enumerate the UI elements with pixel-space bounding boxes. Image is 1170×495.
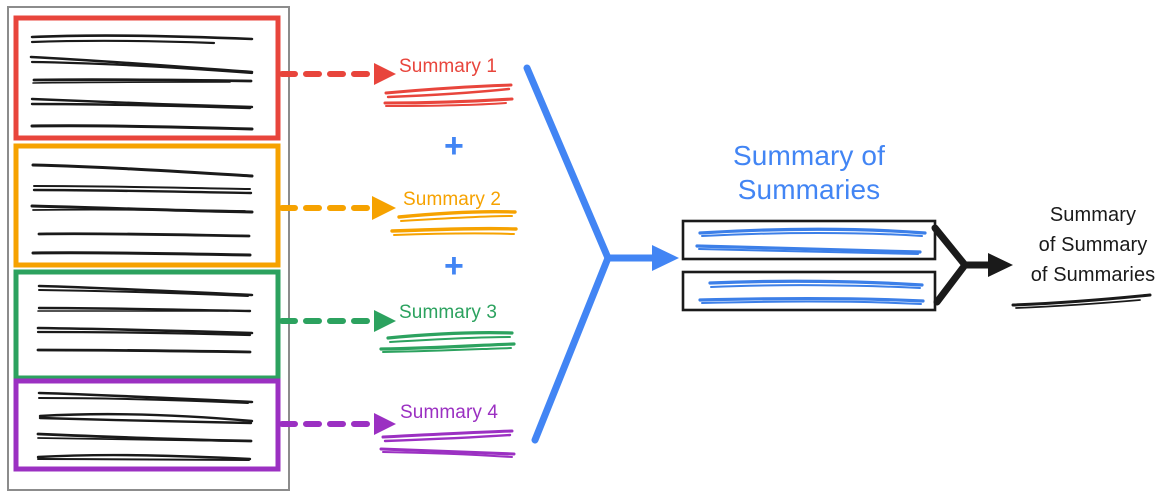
summary-3-scribble xyxy=(379,331,516,353)
sos-box-2[interactable] xyxy=(681,270,937,312)
summary-of-summaries-title: Summary of Summaries xyxy=(683,139,935,207)
blue-arrowhead xyxy=(652,245,679,271)
sos-box-1[interactable] xyxy=(681,219,937,261)
dashed-arrow-purple xyxy=(279,413,396,435)
purple-document-chunk[interactable] xyxy=(13,378,281,472)
summary-1-label: Summary 1 xyxy=(399,56,498,77)
green-document-chunk[interactable] xyxy=(13,269,281,381)
black-funnel-merge-arrow xyxy=(931,224,995,306)
final-output-line-1: Summary xyxy=(1049,204,1137,226)
plus-operator-2: + xyxy=(444,247,464,285)
final-output-label: Summary of Summary of Summaries xyxy=(1018,200,1168,290)
source-documents-panel xyxy=(7,6,290,491)
summary-2-label: Summary 2 xyxy=(403,189,502,210)
summary-2-scribble xyxy=(390,209,518,236)
black-arrowhead xyxy=(988,253,1013,277)
final-output-scribble xyxy=(1011,293,1152,309)
plus-operator-1: + xyxy=(444,127,464,165)
final-output-line-3: of Summaries xyxy=(1030,264,1156,286)
sos-title-line-2: Summaries xyxy=(737,174,881,206)
red-document-chunk[interactable] xyxy=(13,15,281,141)
summary-4-label: Summary 4 xyxy=(400,402,499,423)
final-output-line-2: of Summary xyxy=(1038,234,1148,256)
dashed-arrow-red xyxy=(279,63,396,85)
summary-3-label: Summary 3 xyxy=(399,302,498,323)
summary-4-scribble xyxy=(379,429,516,458)
summary-1-scribble xyxy=(383,83,514,107)
orange-document-chunk[interactable] xyxy=(13,143,281,268)
blue-funnel-merge-arrow xyxy=(523,64,659,444)
dashed-arrow-green xyxy=(279,310,396,332)
sos-title-line-1: Summary of xyxy=(733,140,885,171)
dashed-arrow-orange xyxy=(279,196,396,220)
